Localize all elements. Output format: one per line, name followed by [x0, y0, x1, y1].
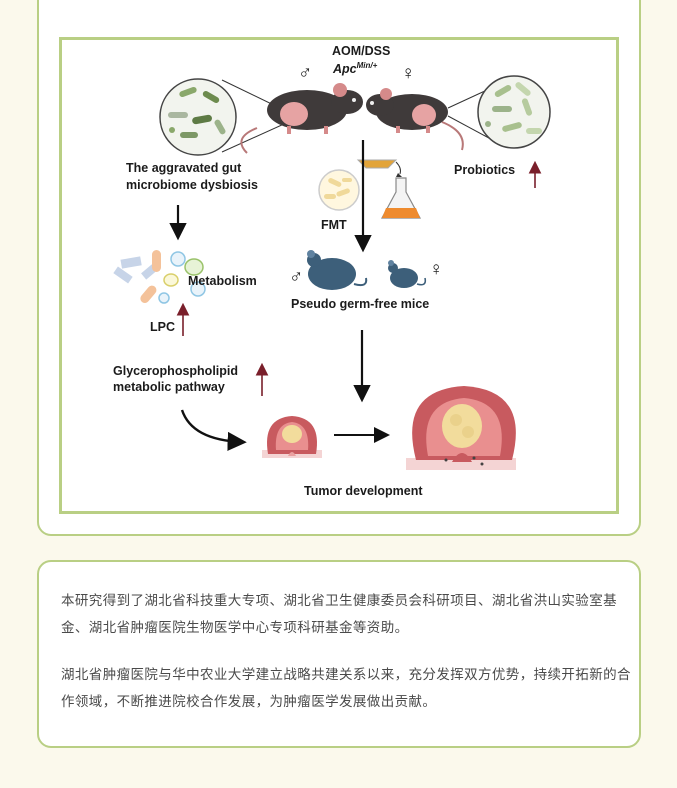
large-tumor-icon: [406, 386, 516, 470]
treatment-label: AOM/DSS: [332, 44, 391, 58]
small-tumor-icon: [262, 416, 322, 458]
tumor-label: Tumor development: [304, 484, 423, 498]
male-symbol: ♂: [298, 63, 313, 84]
genotype-superscript: Min/+: [356, 61, 378, 70]
fmt-dish-icon: [318, 169, 360, 211]
pathway-diagram: [113, 75, 551, 470]
genotype-label: ApcMin/+: [333, 58, 377, 77]
flask-icon: [380, 177, 422, 219]
pipette-icon: [356, 159, 402, 177]
fmt-label: FMT: [321, 218, 347, 232]
germfree-female-symbol: ♀: [429, 259, 444, 280]
funding-card: 本研究得到了湖北省科技重大专项、湖北省卫生健康委员会科研项目、湖北省洪山实验室基…: [37, 560, 641, 748]
pathway-arrow: [180, 409, 247, 452]
germfree-label: Pseudo germ-free mice: [291, 297, 430, 311]
lpc-label: LPC: [150, 320, 175, 334]
pathway-label-line1: Glycerophospholipid: [113, 364, 239, 378]
female-symbol: ♀: [401, 63, 416, 84]
dysbiosis-label-line2: microbiome dysbiosis: [126, 178, 258, 192]
germfree-male-mouse-icon: [307, 250, 368, 290]
figure-frame: AOM/DSS ApcMin/+ ♂ ♀ The aggravated gut …: [59, 37, 619, 514]
metabolites-icon: [113, 250, 206, 304]
partnership-paragraph: 湖北省肿瘤医院与华中农业大学建立战略共建关系以来，充分发挥双方优势，持续开拓新的…: [61, 667, 631, 710]
dysbiosis-label-line1: The aggravated gut: [126, 161, 242, 175]
germfree-male-symbol: ♂: [289, 267, 304, 288]
pathway-label-line2: metabolic pathway: [113, 380, 225, 394]
probiotics-label: Probiotics: [454, 163, 516, 177]
microbiome-dysbiosis-icon: [159, 78, 285, 156]
funding-paragraph: 本研究得到了湖北省科技重大专项、湖北省卫生健康委员会科研项目、湖北省洪山实验室基…: [61, 593, 617, 636]
probiotics-icon: [447, 75, 551, 149]
germfree-female-mouse-icon: [388, 260, 427, 288]
genotype-base: Apc: [333, 62, 357, 77]
female-mouse-icon: [366, 88, 464, 151]
male-mouse-icon: [240, 83, 363, 154]
metabolism-label: Metabolism: [188, 274, 257, 288]
